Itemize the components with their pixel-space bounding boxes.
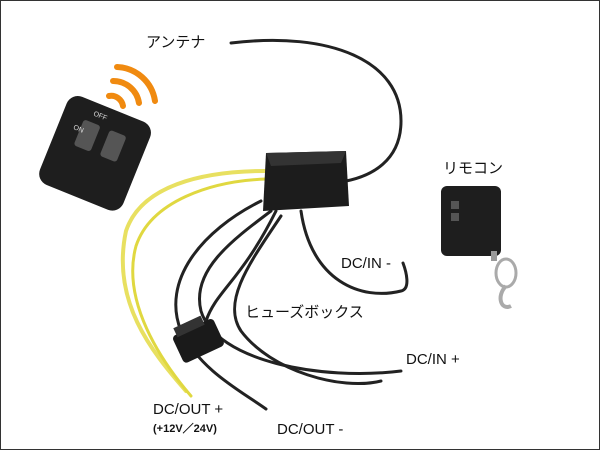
label-dc-out-voltage: (+12V／24V) bbox=[153, 423, 217, 435]
wire-dc-out-minus bbox=[233, 214, 383, 386]
label-dc-out-plus: DC/OUT + bbox=[153, 401, 224, 418]
wire-dc-in-minus bbox=[299, 209, 409, 295]
antenna-wire bbox=[229, 38, 403, 183]
remote-large bbox=[39, 96, 151, 211]
label-remote: リモコン bbox=[443, 160, 504, 177]
label-antenna: アンテナ bbox=[146, 34, 206, 51]
label-dc-out-minus: DC/OUT - bbox=[277, 421, 344, 438]
signal-waves-icon bbox=[106, 64, 158, 109]
remote-small bbox=[441, 186, 518, 309]
fuse-box bbox=[173, 315, 224, 363]
receiver-box bbox=[263, 151, 349, 211]
yellow-wire-2 bbox=[131, 177, 268, 398]
label-dc-in-minus: DC/IN - bbox=[341, 255, 391, 272]
label-fuse-box: ヒューズボックス bbox=[245, 304, 364, 321]
wire-fuse bbox=[204, 209, 278, 323]
yellow-wire bbox=[120, 169, 268, 393]
label-dc-in-plus: DC/IN + bbox=[406, 351, 460, 368]
